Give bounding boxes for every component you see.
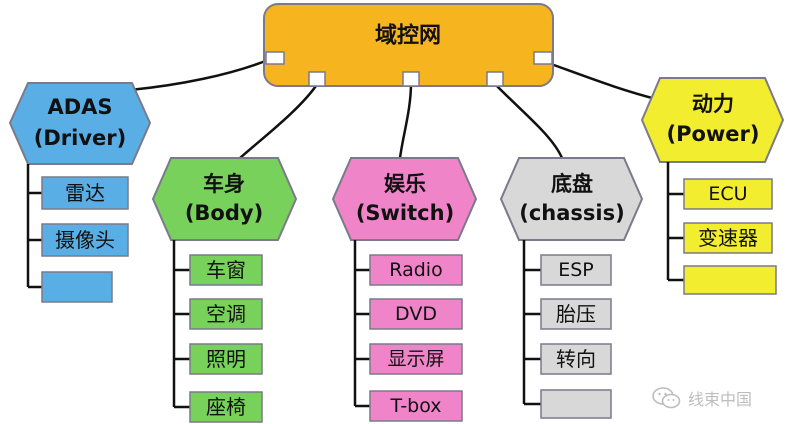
switch-item xyxy=(369,390,463,422)
switch-item xyxy=(369,254,463,286)
watermark-text: 线束中国 xyxy=(688,390,753,409)
body-item-label: 照明 xyxy=(206,347,246,371)
connector-body xyxy=(239,82,320,159)
body-item xyxy=(189,343,263,375)
domain-adas: ADAS (Driver) 雷达 摄像头 xyxy=(8,82,152,303)
switch-subtitle: (Switch) xyxy=(356,201,454,225)
adas-item xyxy=(41,271,113,303)
chassis-item xyxy=(540,389,612,419)
chassis-item-label: 转向 xyxy=(556,347,596,371)
switch-item xyxy=(369,343,463,375)
chassis-item-label: 胎压 xyxy=(556,302,596,326)
adas-title: ADAS xyxy=(47,95,112,119)
body-title: 车身 xyxy=(203,172,245,196)
body-item-label: 车窗 xyxy=(206,258,246,282)
switch-item xyxy=(369,298,463,330)
power-subtitle: (Power) xyxy=(666,122,759,146)
root-port xyxy=(533,51,553,65)
body-item xyxy=(189,298,263,330)
connector-switch xyxy=(398,82,413,159)
switch-hexagon xyxy=(331,157,478,241)
switch-item-label: DVD xyxy=(395,303,437,325)
root-port xyxy=(308,71,326,87)
switch-item-label: T-box xyxy=(389,395,441,417)
power-item xyxy=(683,265,777,295)
chassis-bracket xyxy=(522,240,541,406)
domain-power: 动力 (Power) ECU 变速器 xyxy=(640,77,785,295)
adas-item-label: 雷达 xyxy=(65,181,105,205)
power-item-label: ECU xyxy=(708,183,747,205)
chassis-item-label: ESP xyxy=(558,259,594,281)
connector-chassis xyxy=(493,82,564,159)
root-port xyxy=(402,71,420,87)
body-item xyxy=(189,391,263,423)
root-label: 域控网 xyxy=(375,23,441,49)
power-item-label: 变速器 xyxy=(698,226,758,250)
switch-item-label: Radio xyxy=(389,259,442,281)
power-hexagon xyxy=(640,77,785,163)
adas-item xyxy=(41,223,129,257)
chassis-item xyxy=(540,298,612,330)
chassis-item xyxy=(540,343,612,375)
wechat-icon xyxy=(652,387,681,409)
root-port xyxy=(265,51,285,65)
power-title: 动力 xyxy=(692,92,734,116)
domain-switch: 娱乐 (Switch) Radio DVD 显示屏 T-box xyxy=(331,157,478,422)
body-item-label: 座椅 xyxy=(206,395,246,419)
body-bracket xyxy=(172,240,190,409)
switch-bracket xyxy=(353,240,370,408)
adas-hexagon xyxy=(8,82,152,165)
adas-item xyxy=(41,176,129,210)
power-item xyxy=(683,222,773,254)
body-item-label: 空调 xyxy=(206,302,246,326)
switch-item-label: 显示屏 xyxy=(387,348,444,370)
root-port xyxy=(486,71,504,87)
chassis-title: 底盘 xyxy=(551,172,593,196)
power-bracket xyxy=(666,162,684,282)
chassis-hexagon xyxy=(499,157,644,241)
adas-bracket xyxy=(26,164,42,289)
chassis-item xyxy=(540,254,612,286)
body-item xyxy=(189,254,263,286)
connector-adas xyxy=(129,58,269,92)
domain-chassis: 底盘 (chassis) ESP 胎压 转向 xyxy=(499,157,644,419)
switch-title: 娱乐 xyxy=(384,172,426,196)
connector-power xyxy=(539,58,661,102)
adas-subtitle: (Driver) xyxy=(34,126,126,150)
body-subtitle: (Body) xyxy=(185,201,263,225)
chassis-subtitle: (chassis) xyxy=(519,201,624,225)
adas-item-label: 摄像头 xyxy=(55,228,115,252)
watermark: 线束中国 xyxy=(652,383,792,413)
body-hexagon xyxy=(151,157,298,241)
connectors xyxy=(129,58,661,159)
domain-body: 车身 (Body) 车窗 空调 照明 座椅 xyxy=(151,157,298,423)
power-item xyxy=(683,178,773,210)
root-node: 域控网 xyxy=(263,3,554,87)
